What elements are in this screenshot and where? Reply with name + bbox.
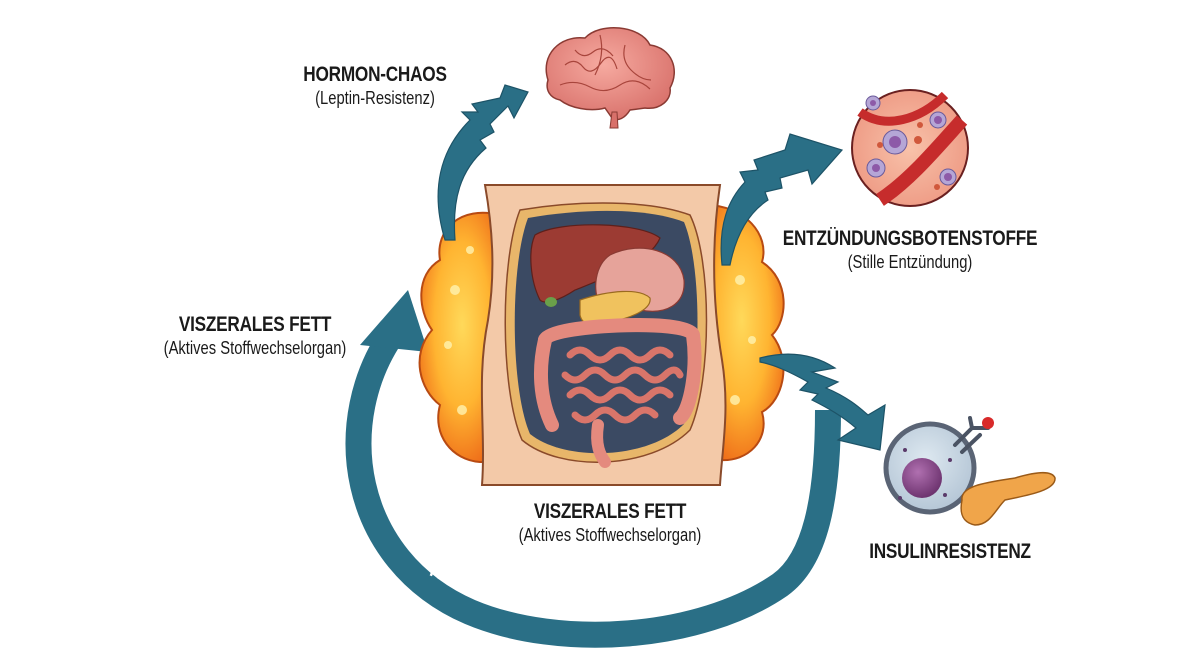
cycle-arrow-head [360, 290, 428, 352]
label-insulin-resistance: INSULINRESISTENZ [840, 540, 1060, 564]
label-visceral-fat-left: VISZERALES FETT (Aktives Stoffwechselorg… [120, 313, 390, 359]
label-visceral-fat-left-title: VISZERALES FETT [178, 313, 332, 336]
label-visceral-fat-center: VISZERALES FETT (Aktives Stoffwechselorg… [470, 500, 750, 546]
label-hormone-chaos: HORMON-CHAOS (Leptin-Resistenz) [255, 63, 495, 109]
label-insulin-resistance-title: INSULINRESISTENZ [869, 540, 1031, 563]
brain-icon [545, 27, 675, 129]
liver [530, 224, 661, 303]
label-hormone-chaos-title: HORMON-CHAOS [303, 63, 447, 86]
label-visceral-fat-center-subtitle: (Aktives Stoffwechselorgan) [518, 525, 702, 545]
label-visceral-fat-left-subtitle: (Aktives Stoffwechselorgan) [163, 338, 347, 358]
inflamed-tissue-icon [851, 89, 969, 207]
arrow-to-brain [437, 84, 529, 241]
label-hormone-chaos-subtitle: (Leptin-Resistenz) [315, 88, 435, 108]
arrow-to-inflammation [720, 133, 844, 266]
label-inflammation-subtitle: (Stille Entzündung) [847, 252, 973, 272]
label-inflammation-title: ENTZÜNDUNGSBOTENSTOFFE [782, 227, 1038, 250]
label-visceral-fat-center-title: VISZERALES FETT [533, 500, 687, 523]
abdomen-organs-icon [480, 184, 727, 486]
label-inflammation: ENTZÜNDUNGSBOTENSTOFFE (Stille Entzündun… [745, 227, 1075, 273]
cell-pancreas-icon [883, 416, 1056, 526]
arrow-to-insulin [759, 353, 886, 451]
